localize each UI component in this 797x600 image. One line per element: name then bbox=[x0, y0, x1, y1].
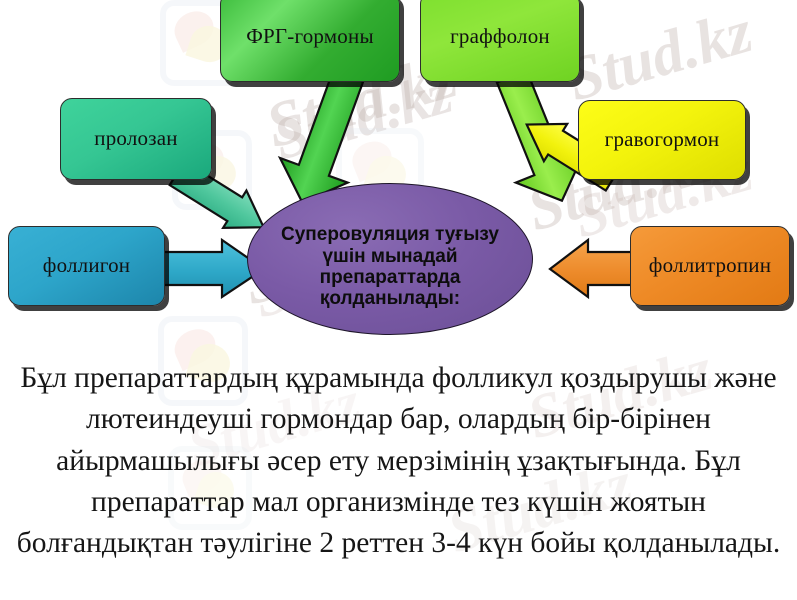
caption-paragraph: Бұл препараттардың құрамында фолликул қо… bbox=[16, 362, 781, 560]
node-follitropin[interactable]: фоллитропин bbox=[630, 226, 790, 306]
watermark-logo-petal bbox=[168, 5, 220, 53]
node-label: пролозан bbox=[94, 126, 178, 151]
node-label: граффолон bbox=[450, 24, 550, 49]
node-graffolon[interactable]: граффолон bbox=[420, 0, 580, 82]
watermark-text: Stud.kz bbox=[560, 0, 760, 115]
node-prolozan[interactable]: пролозан bbox=[60, 98, 212, 180]
center-ellipse[interactable]: Суперовуляция туғызу үшін мынадай препар… bbox=[247, 183, 533, 335]
node-folligon[interactable]: фоллигон bbox=[8, 226, 165, 306]
node-label: фоллитропин bbox=[648, 253, 772, 278]
node-label: ФРГ-гормоны bbox=[246, 24, 374, 49]
node-label: гравогормон bbox=[604, 127, 720, 152]
center-ellipse-text: Суперовуляция туғызу үшін мынадай препар… bbox=[281, 224, 499, 310]
node-label: фоллигон bbox=[42, 253, 131, 278]
node-gravogormon[interactable]: гравогормон bbox=[578, 100, 746, 180]
node-frg-hormones[interactable]: ФРГ-гормоны bbox=[220, 0, 400, 82]
